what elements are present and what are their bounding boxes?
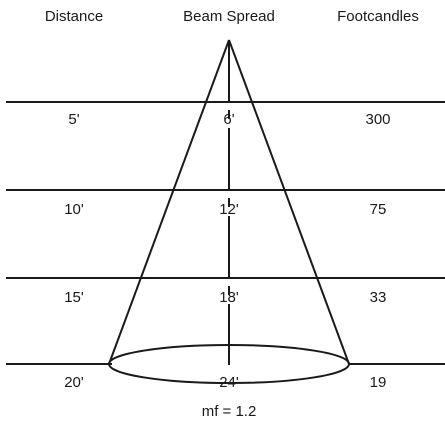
footcandles-value: 33 bbox=[369, 289, 387, 306]
distance-value: 20' bbox=[64, 374, 84, 391]
distance-value: 15' bbox=[64, 289, 84, 306]
distance-value: 10' bbox=[64, 201, 84, 218]
footcandles-value: 19 bbox=[369, 374, 387, 391]
multiplying-factor-note: mf = 1.2 bbox=[201, 403, 257, 420]
cone-right-edge bbox=[228, 39, 350, 365]
beam-spread-value: 12' bbox=[219, 201, 239, 218]
footcandles-header: Footcandles bbox=[337, 8, 419, 25]
beam-spread-value: 24' bbox=[219, 374, 239, 391]
distance-header: Distance bbox=[44, 8, 104, 25]
cone-left-edge bbox=[108, 39, 230, 365]
footcandles-value: 300 bbox=[365, 111, 391, 128]
footcandles-value: 75 bbox=[369, 201, 387, 218]
beam-spread-value: 18' bbox=[219, 289, 239, 306]
beam-spread-value: 6' bbox=[223, 111, 235, 128]
beam-ellipse bbox=[108, 344, 350, 384]
distance-value: 5' bbox=[68, 111, 80, 128]
beam-spread-header: Beam Spread bbox=[183, 8, 275, 25]
